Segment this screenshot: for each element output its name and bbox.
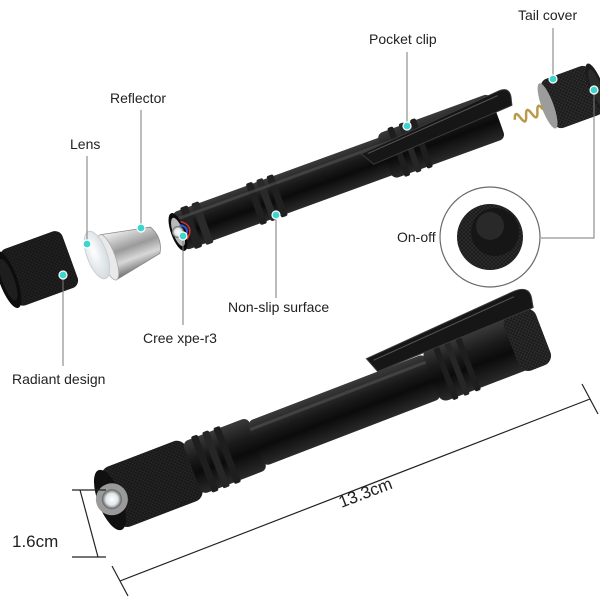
label-on-off: On-off xyxy=(397,229,436,245)
tail-cover xyxy=(537,63,600,129)
callout-dot-pocket-clip xyxy=(402,121,412,131)
label-pocket-clip: Pocket clip xyxy=(369,31,437,47)
label-reflector: Reflector xyxy=(110,90,167,106)
on-off-inset xyxy=(439,186,541,288)
dimension-lines xyxy=(72,383,599,597)
label-cree: Cree xpe-r3 xyxy=(143,330,217,346)
spring xyxy=(513,104,545,123)
callout-dot-on-off xyxy=(589,85,599,95)
pocket-clip xyxy=(360,89,513,165)
label-tail-cover: Tail cover xyxy=(518,7,578,23)
callout-dot-cree xyxy=(178,231,188,241)
assembled-flashlight xyxy=(93,288,552,531)
dimension-diameter: 1.6cm xyxy=(12,532,59,551)
label-radiant-design: Radiant design xyxy=(12,371,106,387)
bezel-cap xyxy=(0,231,79,308)
label-lens: Lens xyxy=(70,136,101,152)
callout-dot-tail-cover xyxy=(548,74,558,84)
label-non-slip-surface: Non-slip surface xyxy=(228,299,330,315)
leader-lines xyxy=(62,28,595,366)
callout-dot-non-slip xyxy=(271,210,281,220)
callout-dot-radiant-design xyxy=(58,270,68,280)
callout-dot-reflector xyxy=(136,223,146,233)
callout-dot-lens xyxy=(82,239,92,249)
callout-dots xyxy=(58,74,599,280)
